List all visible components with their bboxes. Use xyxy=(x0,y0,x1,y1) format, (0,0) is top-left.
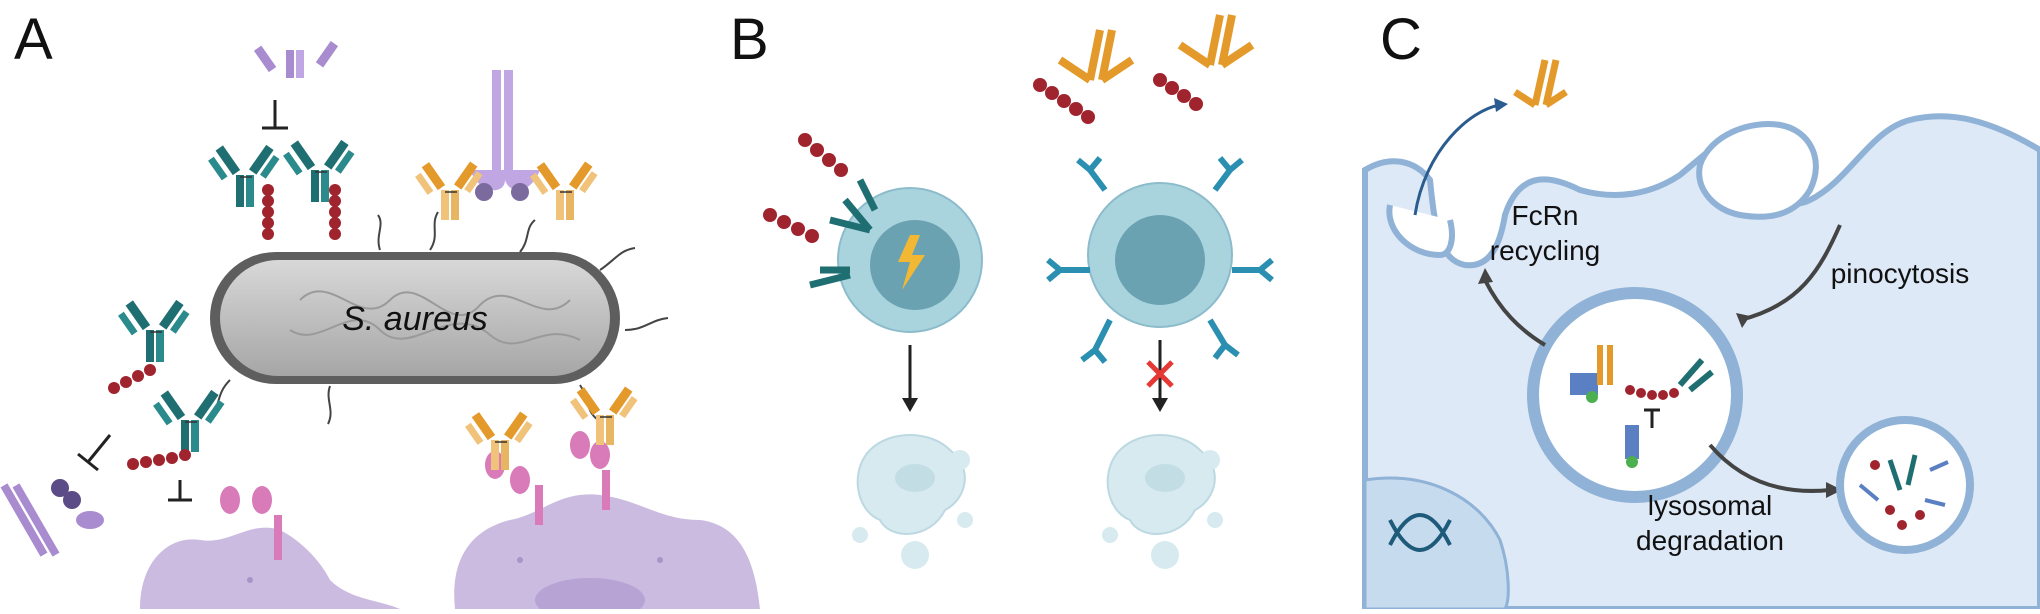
panel-b-illustration xyxy=(763,14,1274,569)
pinocytosis-arrow xyxy=(1739,224,1842,322)
receptors-right-cell xyxy=(1046,156,1274,364)
apoptotic-debris-left xyxy=(852,434,973,569)
panel-b: B xyxy=(730,0,1320,609)
lightning-icon xyxy=(898,235,925,290)
panel-a-illustration: S. aureus xyxy=(0,40,760,614)
apoptotic-debris-right xyxy=(1102,434,1223,569)
staph-aureus-bacterium: S. aureus xyxy=(209,211,669,425)
pinocytosis-label: pinocytosis xyxy=(1831,258,1970,289)
panel-b-label: B xyxy=(730,7,769,72)
neutralizing-antibodies-top xyxy=(1033,14,1255,124)
macrophage-right xyxy=(454,494,760,609)
recycling-arrow xyxy=(1483,279,1547,347)
endosome xyxy=(1527,287,1743,503)
panel-c: C xyxy=(1330,0,2040,612)
blocked-x-icon xyxy=(1146,360,1174,388)
panel-c-label: C xyxy=(1380,7,1422,72)
left-cell-antibodies xyxy=(809,178,879,289)
inhibition-symbol-top xyxy=(262,100,288,130)
lysosomal-label-line1: lysosomal xyxy=(1648,490,1772,521)
target-cell-right xyxy=(1087,182,1233,328)
exocytosis-arrow xyxy=(1413,103,1501,216)
degradation-arrow xyxy=(1708,443,1831,493)
panel-c-illustration: FcRn recycling pinocytosis lysosomal deg… xyxy=(1362,59,2040,612)
fcrn-label-line2: recycling xyxy=(1490,235,1600,266)
panel-a: A xyxy=(0,0,760,614)
lysosome xyxy=(1836,416,1974,554)
lysosomal-label-line2: degradation xyxy=(1636,525,1784,556)
purple-antibody-top xyxy=(253,40,339,78)
bacterium-label: S. aureus xyxy=(342,300,488,338)
inhibition-symbol-left xyxy=(77,434,192,502)
purple-receptor-top xyxy=(470,70,540,201)
macrophage-left xyxy=(140,527,400,609)
fcrn-label-line1: FcRn xyxy=(1512,200,1579,231)
dna-icon xyxy=(1388,513,1452,552)
purple-receptor-bottom-left xyxy=(0,479,104,557)
target-cell-left xyxy=(837,187,983,333)
pinocytic-pocket xyxy=(1696,121,1819,220)
fcrn-receptor-free xyxy=(1625,425,1639,468)
panel-a-label: A xyxy=(14,7,53,72)
fcrn-bound-complex xyxy=(1570,345,1714,403)
fc-receptor-group xyxy=(220,431,610,560)
